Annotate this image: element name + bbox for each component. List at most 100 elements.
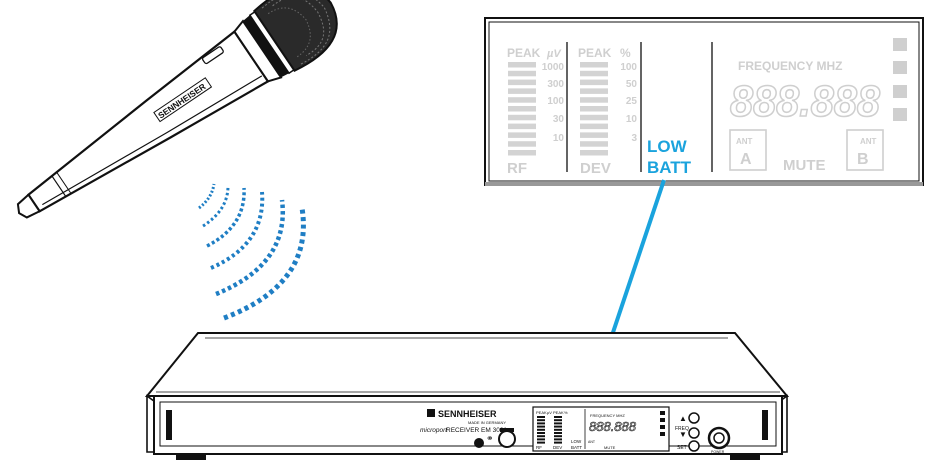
- headphone-jack[interactable]: [474, 438, 484, 448]
- mini-digits: 888.888: [589, 419, 637, 434]
- ant-a-bottom: A: [740, 151, 752, 168]
- mini-rf-meter-segment: [537, 425, 545, 428]
- mini-dev-meter-segment: [554, 416, 562, 418]
- ant-a-top: ANT: [736, 137, 753, 146]
- enlarged-display: PEAK µV 1000 300 100 30 10 RF PEAK % 100…: [484, 17, 924, 186]
- dev-meter-segment: [580, 141, 608, 147]
- mini-freq-label: FREQUENCY MHZ: [590, 413, 625, 418]
- channel-indicator-squares: [893, 38, 907, 121]
- rf-meter-segment: [508, 150, 536, 156]
- dev-meter-segment: [580, 114, 608, 121]
- rf-meter-segment: [508, 88, 536, 94]
- receiver-model-prefix: microport: [420, 427, 448, 434]
- frequency-digits: 888.888: [730, 77, 880, 126]
- dev-meter-segment: [580, 106, 608, 112]
- rf-meter-bars: [508, 62, 536, 156]
- dev-scale-3: 3: [631, 133, 637, 144]
- mini-ant: ANT: [588, 440, 596, 444]
- rf-scale-300: 300: [547, 79, 564, 90]
- mini-rf-meter-segment: [537, 422, 545, 425]
- receiver-brand: SENNHEISER: [438, 409, 497, 419]
- mini-dev-meter-segment: [554, 432, 562, 434]
- rf-meter-segment: [508, 97, 536, 103]
- mini-low: LOW: [571, 439, 582, 444]
- dev-peak-label: PEAK: [578, 46, 612, 60]
- freq-label: FREQ: [675, 426, 689, 432]
- power-label: POWER: [711, 450, 725, 454]
- mini-dev-meter-segment: [554, 438, 562, 441]
- mini-dev-meter-segment: [554, 441, 562, 444]
- set-button[interactable]: [688, 440, 700, 452]
- rf-scale-1000: 1000: [542, 62, 565, 73]
- dev-meter-segment: [580, 62, 608, 68]
- mini-unit-1: µV: [547, 410, 552, 415]
- mini-mute: MUTE: [604, 445, 616, 450]
- dev-meter-segment: [580, 88, 608, 94]
- dev-meter-bars: [580, 62, 608, 156]
- mini-rf-meter-segment: [537, 441, 545, 444]
- ant-a-box: [729, 129, 767, 171]
- freq-up-arrow-icon: ▲: [679, 414, 687, 423]
- handheld-microphone: SENNHEISER: [16, 0, 338, 219]
- rf-meter-segment: [508, 132, 536, 138]
- dev-unit-label: %: [620, 46, 631, 60]
- ant-b-top: ANT: [860, 137, 877, 146]
- receiver-made-in: MADE IN GERMANY: [468, 420, 506, 425]
- mini-rf: RF: [536, 445, 542, 450]
- dev-scale-25: 25: [626, 96, 638, 107]
- rf-label: RF: [507, 160, 527, 177]
- mini-batt: BATT: [571, 445, 582, 450]
- rf-peak-label: PEAK: [507, 46, 541, 60]
- mini-dev: DEV: [553, 445, 562, 450]
- receiver-unit: SENNHEISER MADE IN GERMANY microport REC…: [144, 332, 790, 460]
- rf-meter-segment: [508, 79, 536, 86]
- mini-dev-meter-segment: [554, 422, 562, 425]
- mini-rf-meter-segment: [537, 438, 545, 441]
- mini-unit-2: %: [564, 410, 568, 415]
- dev-meter-segment: [580, 132, 608, 138]
- mini-rf-meter-segment: [537, 419, 545, 422]
- mini-dev-meter-segment: [554, 419, 562, 422]
- mute-label: MUTE: [783, 157, 826, 174]
- radio-waves: [198, 183, 306, 321]
- headphone-icon: ⚭: [486, 433, 494, 443]
- receiver-display: PEAK µV PEAK % RF DEV LOW BATT FREQUENCY…: [532, 406, 670, 452]
- mini-rf-meter-segment: [537, 428, 545, 431]
- rf-scale-100: 100: [547, 96, 564, 107]
- rf-meter-segment: [508, 70, 536, 77]
- ant-b-bottom: B: [857, 151, 869, 168]
- rf-meter-segment: [508, 114, 536, 121]
- rf-unit-label: µV: [546, 48, 562, 60]
- dev-meter-segment: [580, 150, 608, 156]
- dev-meter-segment: [580, 123, 608, 130]
- set-label: SET: [677, 445, 687, 451]
- mini-dev-meter-segment: [554, 435, 562, 438]
- volume-knob[interactable]: [498, 430, 516, 448]
- mini-rf-meter-segment: [537, 416, 545, 418]
- dev-meter-segment: [580, 97, 608, 103]
- mini-dev-meter-segment: [554, 428, 562, 431]
- ant-b-box: [846, 129, 884, 171]
- rf-meter-segment: [508, 106, 536, 112]
- rf-meter-segment: [508, 123, 536, 130]
- dev-label: DEV: [580, 160, 611, 177]
- rf-scale-10: 10: [553, 133, 565, 144]
- mini-rf-meter-segment: [537, 435, 545, 438]
- freq-up-button[interactable]: [688, 412, 700, 424]
- rf-meter-segment: [508, 62, 536, 68]
- mini-dev-meter-segment: [554, 425, 562, 428]
- freq-down-button[interactable]: [688, 427, 700, 439]
- mini-rf-meter-segment: [537, 432, 545, 434]
- dev-meter-segment: [580, 70, 608, 77]
- frequency-label: FREQUENCY MHZ: [738, 59, 842, 73]
- dev-scale-100: 100: [620, 62, 637, 73]
- mini-peak-1: PEAK: [536, 410, 547, 415]
- dev-meter-segment: [580, 79, 608, 86]
- freq-down-arrow-icon: ▼: [679, 430, 687, 439]
- rf-scale-30: 30: [553, 114, 565, 125]
- receiver-model: RECEIVER EM 3031: [446, 427, 507, 434]
- mini-peak-2: PEAK: [553, 410, 564, 415]
- low-batt-line2: BATT: [647, 158, 692, 177]
- low-batt-line1: LOW: [647, 137, 688, 156]
